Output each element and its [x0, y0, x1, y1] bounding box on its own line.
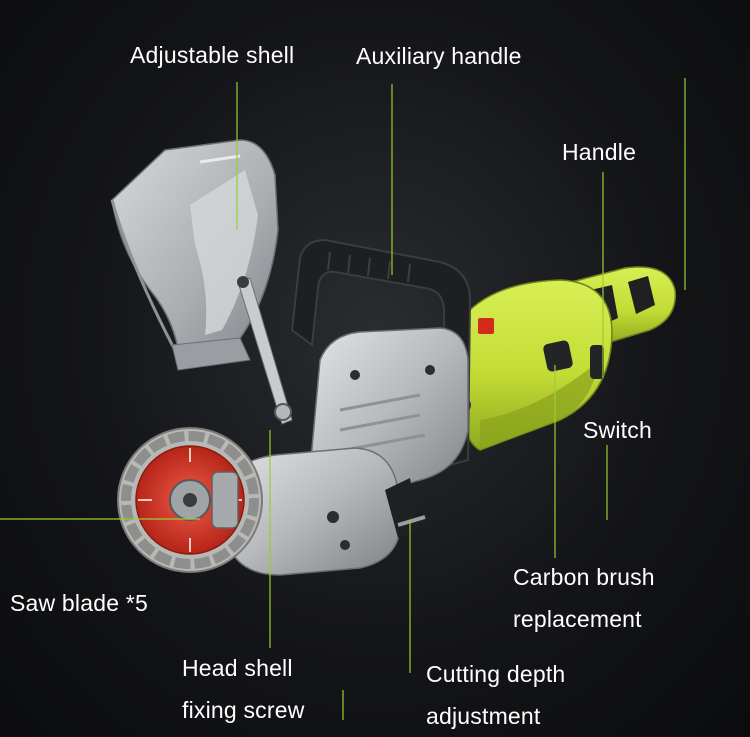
label-cutting-depth: Cutting depth adjustment [426, 653, 565, 737]
switch-button [590, 345, 604, 379]
adjustable-shell-inner [190, 170, 258, 335]
label-carbon-brush-line1: Carbon brush [513, 564, 655, 590]
gear-housing-ribs [339, 393, 426, 452]
label-cutting-depth-line2: adjustment [426, 703, 541, 729]
shell-hinge-bar [199, 154, 241, 164]
rear-handle-grip-black-2 [628, 276, 655, 314]
label-auxiliary-handle: Auxiliary handle [356, 43, 522, 69]
label-carbon-brush-line2: replacement [513, 606, 642, 632]
label-head-shell-line1: Head shell [182, 655, 293, 681]
handle-grip-ribs [327, 251, 411, 283]
shell-hinge-block [171, 337, 251, 371]
brand-badge [478, 318, 494, 334]
head-shell-screw-2 [340, 540, 350, 550]
label-handle: Handle [562, 139, 637, 165]
label-cutting-depth-line1: Cutting depth [426, 661, 566, 687]
arm-pivot [237, 276, 249, 288]
label-saw-blade: Saw blade *5 [10, 590, 148, 616]
label-switch: Switch [583, 417, 652, 443]
depth-rod [397, 515, 426, 527]
head-shell-screw [327, 511, 339, 523]
carbon-brush-cap [543, 340, 573, 372]
shell-rim [110, 199, 182, 361]
label-carbon-brush: Carbon brush replacement [513, 556, 655, 640]
spindle-collar [211, 471, 239, 529]
label-head-shell-line2: fixing screw [182, 697, 305, 723]
label-adjustable-shell: Adjustable shell [130, 42, 295, 68]
motor-body-shade [480, 360, 600, 450]
callout-lines [0, 78, 686, 720]
saw-blade [117, 427, 263, 573]
label-head-shell: Head shell fixing screw [182, 647, 305, 731]
arm-wing-nut [274, 403, 292, 421]
